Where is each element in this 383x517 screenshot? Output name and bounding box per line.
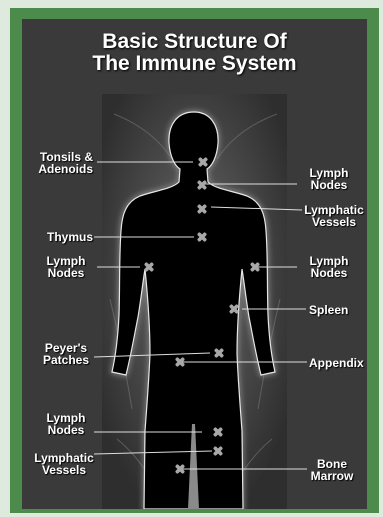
label-spleen: Spleen [309,304,348,316]
title-line-1: Basic Structure Of [22,31,367,53]
label-thymus: Thymus [47,231,93,243]
label-lymph-nodes-neck: Lymph Nodes [297,167,361,191]
label-appendix: Appendix [309,357,364,369]
label-lymph-nodes-groin: Lymph Nodes [36,412,96,436]
label-lymph-nodes-left-arm: Lymph Nodes [36,255,96,279]
diagram-title: Basic Structure Of The Immune System [22,31,367,75]
diagram-panel: Basic Structure Of The Immune System Ton… [22,19,367,509]
label-peyers-patches: Peyer's Patches [36,342,96,366]
label-lymph-nodes-right-arm: Lymph Nodes [297,255,361,279]
label-tonsils-adenoids: Tonsils & Adenoids [38,151,93,175]
label-bone-marrow: Bone Marrow [305,458,359,482]
label-lymphatic-vessels-upper: Lymphatic Vessels [301,204,367,228]
label-lymphatic-vessels-lower: Lymphatic Vessels [30,452,98,476]
title-line-2: The Immune System [22,53,367,75]
